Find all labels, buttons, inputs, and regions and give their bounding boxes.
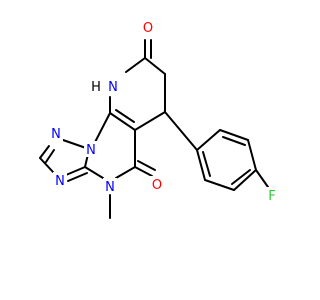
bond-ar4-ar5 — [233, 169, 257, 191]
bond-c5-o2 — [134, 166, 153, 177]
bond-c5-nme — [115, 166, 136, 179]
molecule-canvas: O H N N N N N O F — [39, 19, 279, 219]
bond-n3-c3a-double — [67, 172, 88, 182]
atom-label-group: O H N N N N N O F — [49, 19, 279, 204]
atom-label-oxygen-bottom: O — [152, 178, 162, 193]
atom-label-nitrogen-triazole-top: N — [51, 127, 61, 142]
atom-label-nitrogen-methyl: N — [105, 180, 115, 195]
bond-c5-o2-double — [137, 160, 156, 171]
bond-c10a-c4a-double — [115, 109, 135, 123]
bond-c2-nh — [125, 57, 146, 73]
bond-ar6-ar1-double — [202, 151, 211, 177]
bond-ar5-ar6 — [204, 179, 235, 191]
atom-label-nitrogen-bridgehead: N — [86, 143, 96, 158]
atom-label-nitrogen-nh: N — [108, 80, 118, 95]
atom-label-hydrogen: H — [91, 80, 101, 95]
bond-c2-ch2 — [144, 57, 166, 75]
bond-ch-aryl — [164, 111, 198, 151]
bond-ar2-ar3-double — [222, 136, 246, 146]
molecule-structure: O H N N N N N O F — [39, 19, 279, 219]
bond-ar4-ar5-double — [231, 169, 251, 185]
atom-label-fluorine: F — [268, 189, 275, 204]
bond-ar2-ar3 — [219, 129, 249, 141]
bond-n2-c2t-double — [45, 149, 55, 163]
bond-group — [39, 39, 269, 219]
bond-c2t-n3 — [39, 157, 54, 173]
bond-c10a-c4a — [109, 112, 136, 131]
bond-ar3-ar4 — [247, 139, 257, 171]
atom-label-oxygen-top: O — [143, 21, 153, 36]
bond-ch-c4a — [134, 111, 166, 131]
atom-label-nitrogen-triazole-bottom: N — [55, 174, 65, 189]
bond-ar1-ar2 — [196, 129, 221, 151]
bond-n2-c2t — [39, 145, 50, 159]
bond-n1-n2 — [62, 139, 87, 149]
bond-ar6-ar1 — [196, 149, 206, 181]
bond-nme-c3a — [84, 166, 104, 179]
bond-n3-c3a — [65, 166, 86, 176]
bond-ar4-f — [255, 169, 269, 188]
